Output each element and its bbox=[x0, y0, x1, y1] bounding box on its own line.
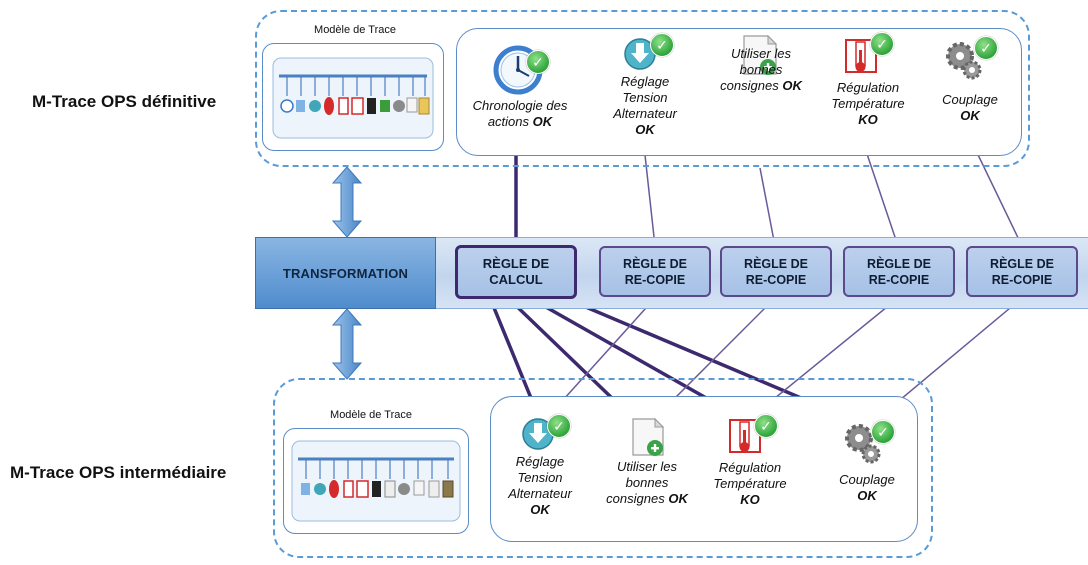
rule-recopie-1: RÈGLE DE RE-COPIE bbox=[599, 246, 711, 297]
thermometer-icon bbox=[845, 39, 877, 73]
link-regulation-recopie bbox=[864, 147, 899, 247]
label-utiliser-bottom: Utiliser les bonnes consignes OK bbox=[606, 459, 688, 506]
rule-recopie-3: RÈGLE DE RE-COPIE bbox=[843, 246, 955, 297]
indicator-regulation-top: ✓ Régulation Température KO bbox=[820, 32, 916, 152]
ok-check-icon: ✓ bbox=[526, 50, 550, 74]
rule-recopie-2: RÈGLE DE RE-COPIE bbox=[720, 246, 832, 297]
rule-recopie-line2: RE-COPIE bbox=[745, 272, 807, 287]
link-reglage-recopie bbox=[644, 154, 656, 247]
indicator-utiliser-bottom: Utiliser les bonnes consignes OK bbox=[595, 413, 699, 523]
indicator-reglage-bottom: ✓ Réglage Tension Alternateur OK bbox=[495, 408, 585, 538]
thermometer-icon bbox=[729, 419, 761, 453]
label-reglage-bottom: Réglage Tension Alternateur OK bbox=[508, 454, 572, 517]
transformation-box: TRANSFORMATION bbox=[255, 237, 436, 309]
definitive-trace-container bbox=[255, 10, 1030, 167]
ok-check-icon: ✓ bbox=[870, 32, 894, 56]
rule-recopie-line2: RE-COPIE bbox=[624, 272, 686, 287]
ok-check-icon: ✓ bbox=[547, 414, 571, 438]
ok-check-icon: ✓ bbox=[650, 33, 674, 57]
double-arrow-bottom bbox=[331, 308, 363, 380]
indicator-couplage-bottom: ✓ Couplage OK bbox=[825, 414, 909, 514]
rule-recopie-line1: RÈGLE DE bbox=[867, 256, 931, 271]
link-utiliser-recopie bbox=[759, 167, 776, 247]
rule-recopie-line1: RÈGLE DE bbox=[744, 256, 808, 271]
definitive-indicators-panel bbox=[456, 28, 1022, 156]
double-arrow-top bbox=[331, 166, 363, 238]
rule-recopie-4: RÈGLE DE RE-COPIE bbox=[966, 246, 1078, 297]
rule-calcul: RÈGLE DE CALCUL bbox=[455, 245, 577, 299]
rule-recopie-line2: RE-COPIE bbox=[991, 272, 1053, 287]
label-reglage-top: Réglage Tension Alternateur OK bbox=[613, 74, 677, 137]
rule-recopie-line1: RÈGLE DE bbox=[623, 256, 687, 271]
trace-model-bottom bbox=[283, 428, 469, 534]
label-couplage-bottom: Couplage OK bbox=[839, 472, 895, 503]
indicator-couplage-top: ✓ Couplage OK bbox=[930, 34, 1010, 134]
label-regulation-bottom: Régulation Température KO bbox=[713, 460, 787, 507]
ok-check-icon: ✓ bbox=[754, 414, 778, 438]
intermediate-label: M-Trace OPS intermédiaire bbox=[10, 463, 227, 482]
model-title-top: Modèle de Trace bbox=[314, 24, 396, 36]
label-regulation-top: Régulation Température KO bbox=[831, 80, 905, 127]
caption-utiliser-top: Utiliser les bonnes consignes OK bbox=[720, 46, 802, 93]
ok-check-icon: ✓ bbox=[974, 36, 998, 60]
gears-icon bbox=[946, 42, 982, 80]
definitive-label: M-Trace OPS définitive bbox=[32, 92, 217, 111]
document-add-icon bbox=[632, 417, 665, 456]
indicator-utiliser-top bbox=[710, 32, 814, 166]
label-couplage-top: Couplage OK bbox=[942, 92, 998, 123]
label-chronologie-top: Chronologie des actions OK bbox=[472, 98, 568, 129]
trace-model-illustration bbox=[272, 57, 434, 139]
download-icon bbox=[522, 418, 554, 450]
rule-recopie-line2: RE-COPIE bbox=[868, 272, 930, 287]
intermediate-trace-container bbox=[273, 378, 933, 558]
document-add-icon bbox=[743, 34, 778, 75]
indicator-regulation-bottom: ✓ Régulation Température KO bbox=[700, 410, 800, 522]
download-icon bbox=[624, 38, 656, 70]
trace-model-top bbox=[262, 43, 444, 151]
gears-icon bbox=[845, 424, 881, 464]
rule-recopie-line1: RÈGLE DE bbox=[990, 256, 1054, 271]
rule-calcul-line1: RÈGLE DE bbox=[482, 256, 550, 271]
ok-check-icon: ✓ bbox=[871, 420, 895, 444]
indicator-reglage-top: ✓ Réglage Tension Alternateur OK bbox=[600, 30, 690, 156]
indicator-chronologie-top: ✓ Chronologie des actions OK bbox=[470, 36, 590, 146]
trace-model-illustration bbox=[291, 440, 461, 522]
rule-calcul-line2: CALCUL bbox=[489, 272, 543, 287]
model-title-bottom: Modèle de Trace bbox=[330, 409, 412, 421]
transformation-label: TRANSFORMATION bbox=[282, 265, 409, 281]
